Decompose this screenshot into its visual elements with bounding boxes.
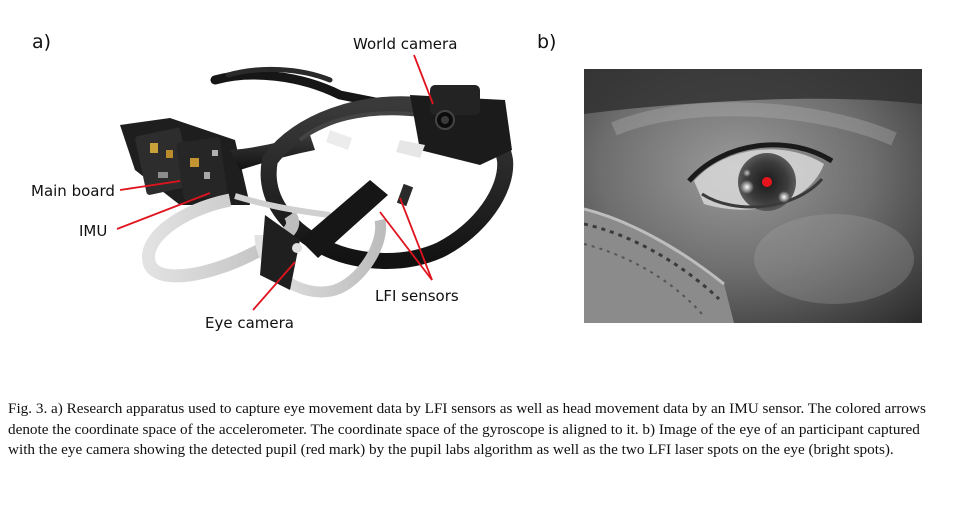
eye-camera-label: Eye camera — [205, 314, 294, 332]
laser-spot-1 — [740, 180, 754, 194]
lfi-callout-line-left — [379, 211, 433, 281]
world-camera-label: World camera — [353, 35, 458, 53]
imu-label: IMU — [79, 222, 108, 240]
world-camera-callout-line — [413, 54, 434, 105]
lfi-sensors-label: LFI sensors — [375, 287, 459, 305]
apparatus-photo — [116, 54, 514, 311]
lfi-callout-line-right — [399, 197, 433, 281]
eye-camera-callout-line — [252, 261, 296, 311]
eye-camera-image — [584, 69, 922, 323]
laser-spot-2 — [778, 191, 790, 203]
callout-lines — [116, 54, 434, 311]
panel-a-label: a) — [32, 31, 52, 53]
imu-callout-line — [116, 192, 211, 230]
figure-caption: Fig. 3. a) Research apparatus used to ca… — [8, 400, 926, 458]
panel-b-label: b) — [537, 31, 557, 53]
main-board-label: Main board — [31, 182, 115, 200]
pupil-mark — [762, 177, 772, 187]
main-board-callout-line — [119, 180, 181, 191]
